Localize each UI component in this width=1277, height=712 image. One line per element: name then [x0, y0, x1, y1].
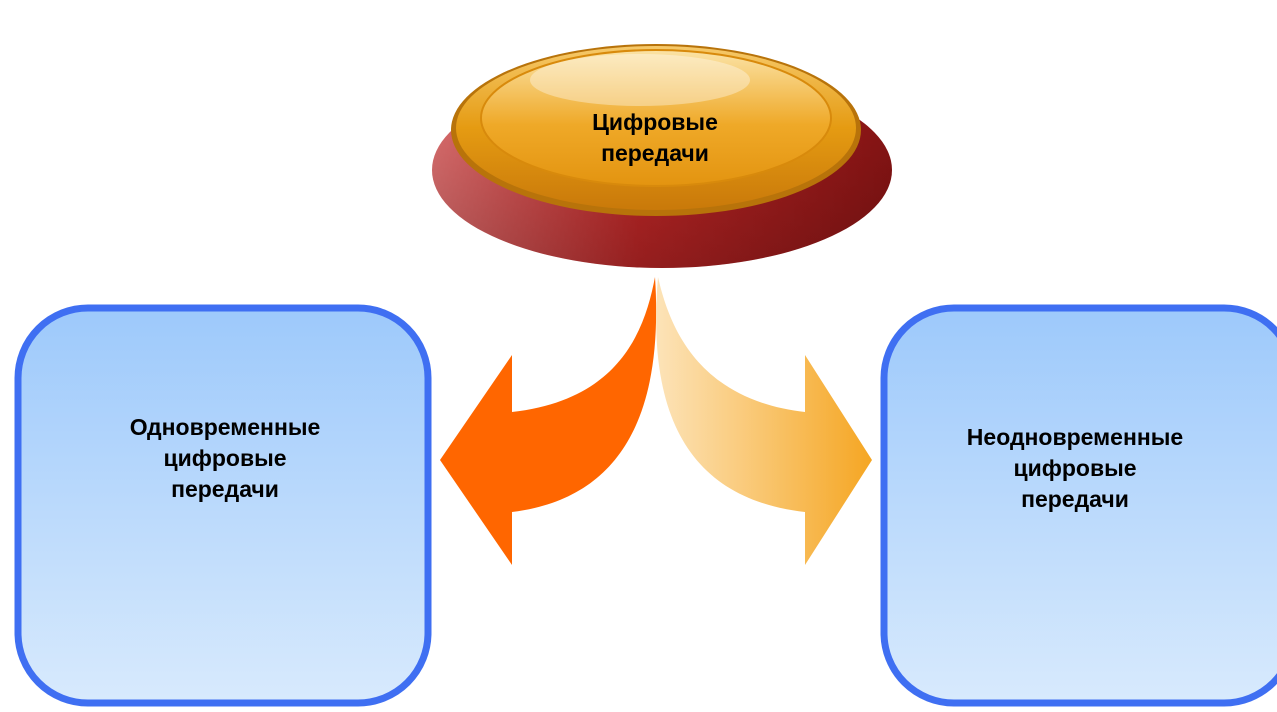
arrow-left	[440, 277, 657, 565]
root-node-highlight	[530, 54, 750, 106]
root-node	[432, 44, 892, 268]
root-node-disc-inner	[480, 49, 832, 187]
right-node-box	[880, 304, 1277, 707]
root-node-label: Цифровые передачи	[592, 109, 718, 166]
arrow-right	[656, 277, 872, 565]
left-node-label: Одновременные цифровые передачи	[129, 413, 321, 502]
right-node-label: Неодновременные цифровые передачи	[966, 423, 1184, 512]
left-node-box	[14, 304, 432, 707]
